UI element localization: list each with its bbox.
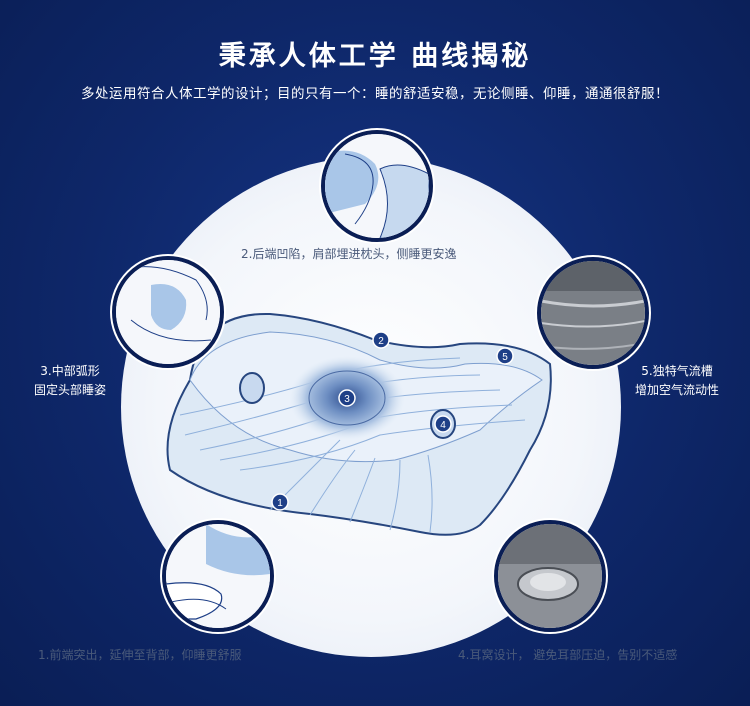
feature-1-label: 1.前端突出，延伸至背部，仰睡更舒服 [38,648,242,662]
svg-text:5: 5 [502,352,508,363]
svg-text:3: 3 [344,394,350,405]
svg-text:2: 2 [378,336,384,347]
marker-1: 1 [271,493,289,511]
airflow-groove-thumb [537,257,649,369]
ear-hollow-left [239,372,265,404]
page-subtitle: 多处运用符合人体工学的设计；目的只有一个：睡的舒适安稳，无论侧睡、仰睡，通通很舒… [81,86,669,102]
marker-5: 5 [496,347,514,365]
page-title: 秉承人体工学 曲线揭秘 [218,41,532,72]
marker-4: 4 [434,415,452,433]
svg-text:4: 4 [440,420,446,431]
feature-2-label: 2.后端凹陷，肩部埋进枕头，侧睡更安逸 [241,247,457,261]
shoulder-detail-thumb [321,130,433,242]
ear-hollow-thumb [494,520,606,632]
pillow-illustration: 1 2 3 4 5 [166,312,552,536]
marker-3: 3 [338,389,356,407]
front-edge-thumb [162,520,274,632]
svg-text:1: 1 [277,498,283,509]
marker-2: 2 [372,331,390,349]
feature-3-label: 3.中部弧形 固定头部睡姿 [33,364,106,397]
head-support-thumb [112,256,224,368]
feature-4-label: 4.耳窝设计， 避免耳部压迫，告别不适感 [458,648,678,662]
feature-5-label: 5.独特气流槽 增加空气流动性 [634,364,719,397]
